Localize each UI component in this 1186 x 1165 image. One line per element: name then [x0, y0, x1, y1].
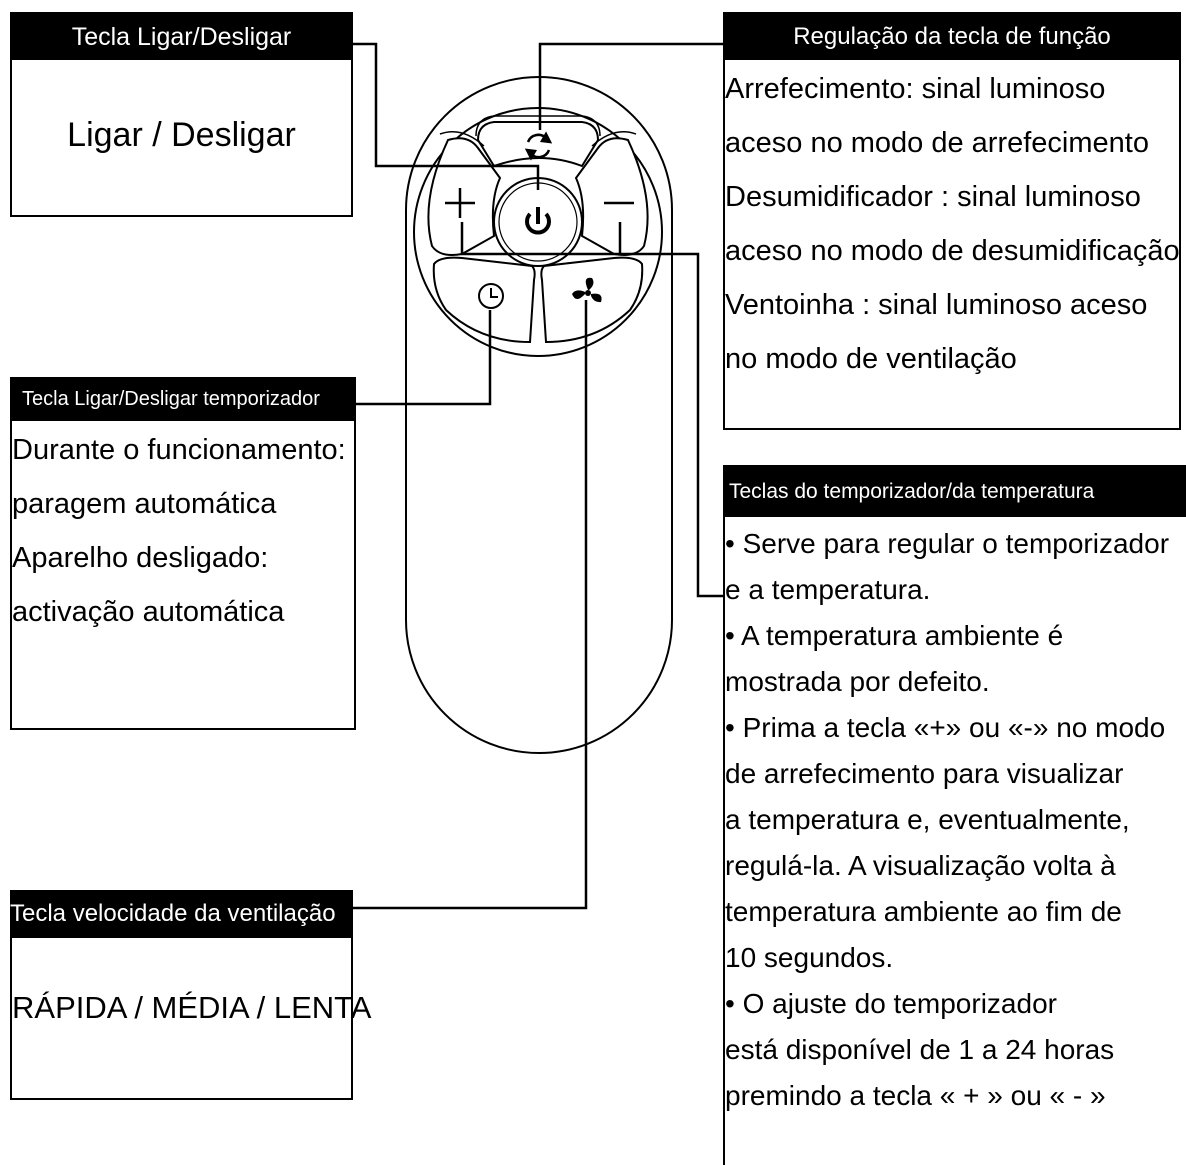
timer-temperature-line: de arrefecimento para visualizar — [725, 758, 1124, 789]
timer-temperature-line: • Prima a tecla «+» ou «-» no modo — [725, 712, 1166, 743]
plus-icon — [445, 188, 475, 218]
power-key-box: Tecla Ligar/Desligar Ligar / Desligar — [10, 12, 353, 217]
leader-lines — [353, 42, 723, 910]
timer-temperature-line: a temperatura e, eventualmente, — [725, 804, 1130, 835]
timer-temperature-title: Teclas do temporizador/da temperatura — [725, 467, 1186, 517]
function-key-line: aceso no modo de arrefecimento — [725, 127, 1149, 159]
fan-button[interactable] — [540, 256, 644, 344]
timer-temperature-line: 10 segundos. — [725, 942, 894, 973]
timer-key-line: activação automática — [12, 596, 285, 628]
timer-temperature-line: • O ajuste do temporizador — [725, 988, 1057, 1019]
timer-key-line: paragem automática — [12, 488, 277, 520]
function-key-line: Arrefecimento: sinal luminoso — [725, 73, 1106, 105]
function-key-line: aceso no modo de desumidificação — [725, 235, 1180, 267]
timer-key-box: Tecla Ligar/Desligar temporizador Durant… — [10, 377, 356, 730]
timer-temperature-description: • Serve para regular o temporizador e a … — [725, 517, 1186, 1119]
function-key-description: Arrefecimento: sinal luminoso aceso no m… — [725, 60, 1180, 386]
cycle-icon — [524, 131, 553, 161]
leader-fan — [353, 300, 588, 910]
fan-speed-box: Tecla velocidade da ventilação RÁPIDA / … — [10, 890, 372, 1100]
leader-timer — [356, 310, 492, 406]
leader-mode — [538, 42, 723, 130]
power-key-line: Ligar / Desligar — [67, 116, 296, 154]
timer-temperature-line: • A temperatura ambiente é — [725, 620, 1064, 651]
fan-speed-title: Tecla velocidade da ventilação — [10, 890, 353, 938]
timer-temperature-line: premindo a tecla « + » ou « - » — [725, 1080, 1106, 1111]
timer-button[interactable] — [432, 256, 536, 344]
power-icon — [525, 207, 551, 235]
fan-icon — [572, 277, 602, 303]
function-key-box: Regulação da tecla de função Arrefecimen… — [723, 12, 1181, 430]
timer-temperature-line: e a temperatura. — [725, 574, 931, 605]
mode-button[interactable] — [475, 115, 601, 168]
timer-temperature-box: Teclas do temporizador/da temperatura • … — [723, 465, 1186, 1165]
timer-key-title: Tecla Ligar/Desligar temporizador — [10, 377, 356, 421]
function-key-line: no modo de ventilação — [725, 343, 1017, 375]
function-key-title: Regulação da tecla de função — [725, 14, 1179, 60]
clock-icon — [478, 283, 504, 309]
fan-speed-line: RÁPIDA / MÉDIA / LENTA — [12, 990, 372, 1025]
timer-key-line: Durante o funcionamento: — [12, 434, 346, 466]
leader-plus-minus — [460, 222, 723, 598]
timer-temperature-line: regulá-la. A visualização volta à — [725, 850, 1116, 881]
power-key-title: Tecla Ligar/Desligar — [12, 14, 351, 60]
timer-temperature-line: mostrada por defeito. — [725, 666, 990, 697]
function-key-line: Desumidificador : sinal luminoso — [725, 181, 1141, 213]
timer-temperature-line: está disponível de 1 a 24 horas — [725, 1034, 1115, 1065]
fan-speed-description: RÁPIDA / MÉDIA / LENTA — [12, 938, 372, 1026]
timer-key-description: Durante o funcionamento: paragem automát… — [12, 421, 354, 639]
timer-key-line: Aparelho desligado: — [12, 542, 269, 574]
timer-temperature-line: temperatura ambiente ao fim de — [725, 896, 1122, 927]
function-key-line: Ventoinha : sinal luminoso aceso — [725, 289, 1148, 321]
leader-power — [353, 42, 540, 190]
timer-temperature-line: • Serve para regular o temporizador — [725, 528, 1170, 559]
power-key-description: Ligar / Desligar — [12, 60, 351, 155]
